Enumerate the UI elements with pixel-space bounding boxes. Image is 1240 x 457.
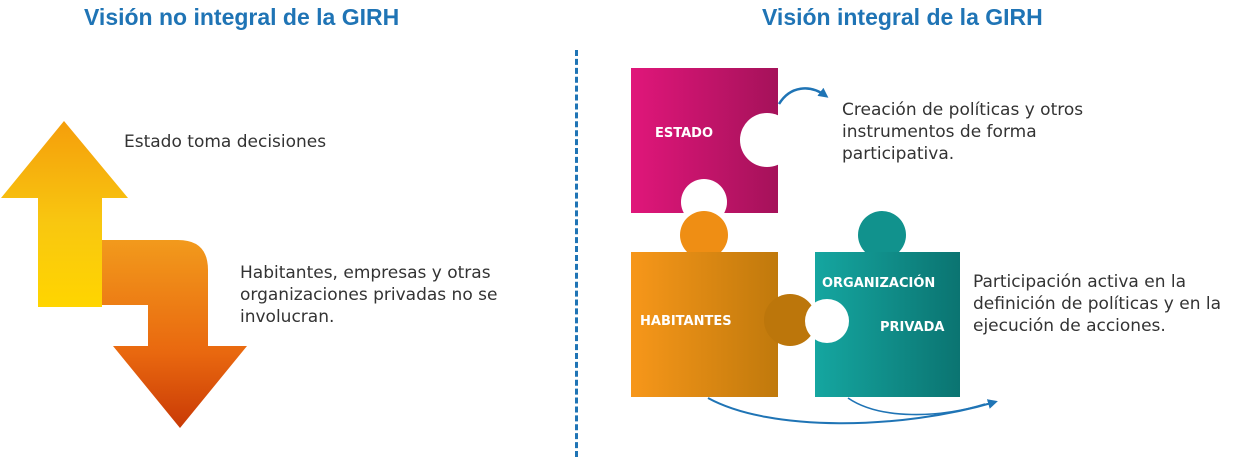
privada-label: PRIVADA <box>880 320 945 335</box>
habitantes-label: HABITANTES <box>640 314 732 329</box>
curved-arrow-icon <box>777 87 829 105</box>
curved-arrow-icon <box>707 397 998 425</box>
inhabitants-not-involved-text: Habitantes, empresas y otras organizacio… <box>240 263 498 327</box>
right-title: Visión integral de la GIRH <box>762 4 1043 30</box>
puzzle-piece-estado <box>631 68 794 225</box>
down-arrow-icon <box>100 240 247 428</box>
active-participation-text: Participación activa en la definición de… <box>973 272 1222 336</box>
curved-arrow-icon <box>847 397 986 416</box>
estado-label: ESTADO <box>655 126 714 141</box>
puzzle-piece-habitantes <box>631 211 816 397</box>
left-title: Visión no integral de la GIRH <box>84 4 400 30</box>
organizacion-label: ORGANIZACIÓN <box>822 276 936 291</box>
puzzle-piece-organizacion <box>805 211 960 397</box>
participatory-policy-text: Creación de políticas y otros instrument… <box>842 100 1084 164</box>
section-divider <box>575 50 578 457</box>
state-decides-text: Estado toma decisiones <box>124 132 327 152</box>
up-arrow-icon <box>1 121 128 307</box>
